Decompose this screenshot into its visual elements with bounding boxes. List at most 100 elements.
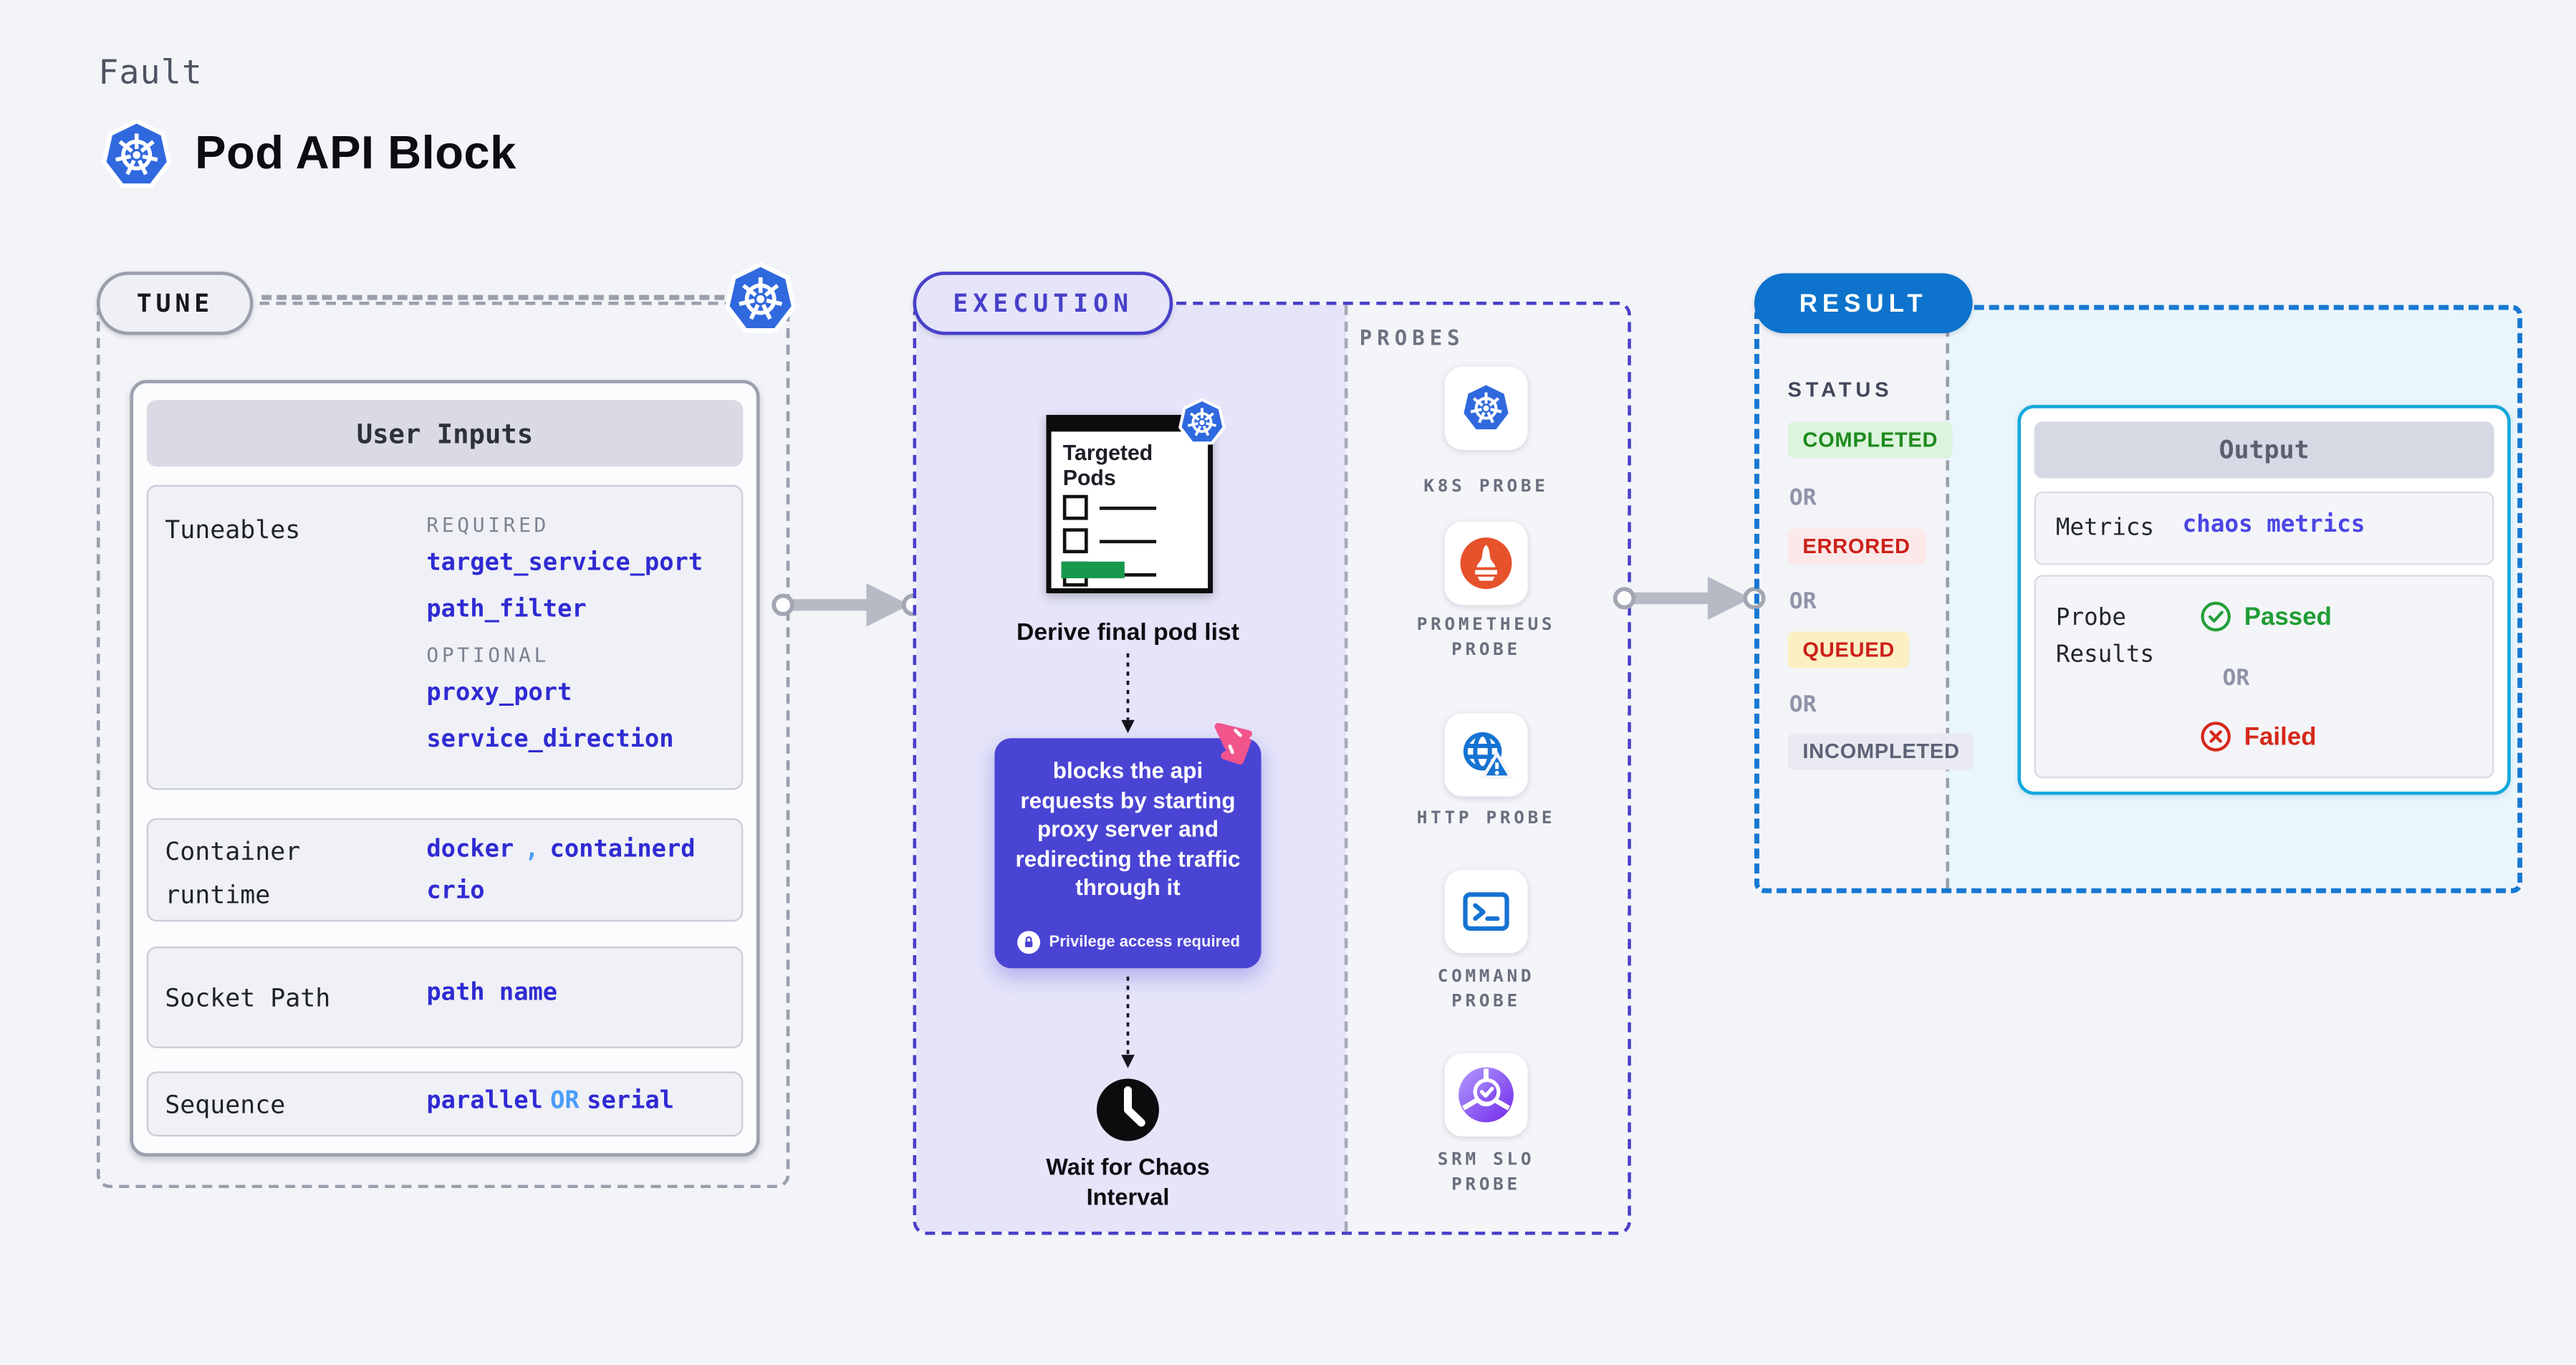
socket-path-value: path name	[426, 980, 558, 1007]
execution-to-result-arrow	[1613, 576, 1766, 621]
runtime-value: containerd	[549, 836, 696, 863]
tuneables-label: Tuneables	[165, 514, 301, 545]
dotted-arrow-down	[1121, 653, 1135, 734]
pod-checklist-item	[1062, 528, 1157, 554]
socket-path-label: Socket Path	[165, 983, 331, 1014]
passed-line: Passed	[2199, 600, 2332, 633]
status-badge-completed: COMPLETED	[1787, 421, 1953, 459]
metrics-row: Metrics chaos metrics	[2034, 492, 2494, 565]
slo-donut-icon	[1458, 1067, 1514, 1123]
passed-check-icon	[2201, 601, 2231, 632]
user-inputs-card: User Inputs Tuneables REQUIRED target_se…	[130, 380, 760, 1157]
probe-results-label: Probe Results	[2055, 605, 2155, 669]
required-heading: REQUIRED	[426, 513, 550, 537]
runtime-value: docker	[426, 836, 514, 863]
socket-path-row: Socket Path path name	[146, 946, 744, 1048]
result-badge: RESULT	[1754, 273, 1973, 334]
checkbox-icon	[1062, 494, 1088, 520]
targeted-pods-title: Targeted Pods	[1062, 439, 1153, 490]
sequence-label: Sequence	[165, 1090, 286, 1120]
targeted-pods-icon: Targeted Pods	[1046, 398, 1226, 593]
probe-results-row: Probe Results Passed OR Failed	[2034, 575, 2494, 779]
lock-icon	[1017, 931, 1040, 954]
tuneable-value: service_direction	[426, 727, 674, 754]
prometheus-icon	[1460, 537, 1512, 590]
optional-heading: OPTIONAL	[426, 643, 550, 667]
tuneable-value: path_filter	[426, 596, 587, 623]
dotted-arrow-down	[1121, 976, 1135, 1068]
srm-slo-probe-card	[1444, 1053, 1528, 1137]
fault-action-box: blocks the api requests by starting prox…	[994, 722, 1261, 969]
metrics-value: chaos metrics	[2182, 511, 2365, 539]
privilege-note: Privilege access required	[994, 930, 1261, 955]
pod-checklist-item	[1062, 494, 1157, 520]
kubernetes-icon	[1176, 397, 1228, 449]
probe-label: COMMAND PROBE	[1437, 966, 1535, 1012]
metrics-label: Metrics	[2055, 514, 2155, 542]
container-runtime-row: Container runtime docker , containerd cr…	[146, 818, 744, 922]
tuneable-value: proxy_port	[426, 679, 572, 707]
failed-line: Failed	[2199, 720, 2317, 754]
checkbox-icon	[1062, 528, 1088, 554]
or-separator: OR	[2222, 664, 2250, 692]
failed-x-icon	[2201, 722, 2231, 752]
privilege-note-text: Privilege access required	[1049, 933, 1241, 952]
probes-label: PROBES	[1359, 325, 1465, 350]
progress-bar	[1061, 561, 1125, 579]
tuneables-row: Tuneables REQUIRED target_service_port p…	[146, 484, 744, 790]
kubernetes-icon	[98, 117, 175, 193]
list-line	[1099, 539, 1157, 543]
targeted-pods-titlebar	[1046, 415, 1213, 432]
pod-api-block-icon	[1214, 722, 1252, 765]
or-separator: OR	[1789, 691, 1817, 719]
passed-label: Passed	[2244, 602, 2332, 631]
output-card: Output Metrics chaos metrics Probe Resul…	[2017, 405, 2511, 795]
derive-step-label: Derive final pod list	[1016, 620, 1240, 647]
list-line	[1099, 572, 1157, 576]
probe-label: SRM SLO PROBE	[1437, 1149, 1535, 1195]
status-badge-incompleted: INCOMPLETED	[1787, 733, 1975, 770]
result-section-box: STATUS COMPLETED OR ERRORED OR QUEUED OR…	[1754, 305, 2523, 894]
probe-label: PROMETHEUS PROBE	[1416, 615, 1556, 660]
failed-label: Failed	[2244, 722, 2317, 751]
sequence-value: serial	[587, 1088, 675, 1115]
prometheus-probe-card	[1444, 521, 1528, 605]
tune-section-box	[96, 301, 790, 1189]
kubernetes-icon	[721, 260, 799, 338]
tune-to-execution-arrow	[772, 583, 925, 627]
clock-icon	[1097, 1078, 1159, 1141]
command-probe-card	[1444, 870, 1528, 954]
execution-probes-divider	[1344, 305, 1348, 1232]
kubernetes-icon	[1458, 380, 1514, 436]
fault-eyebrow: Fault	[98, 52, 203, 92]
tune-connector-line	[261, 294, 755, 300]
runtime-separator: ,	[524, 836, 539, 863]
sequence-row: Sequence parallel OR serial	[146, 1071, 744, 1137]
http-probe-card	[1444, 713, 1528, 797]
container-runtime-values: docker , containerd	[426, 835, 695, 865]
page-title: Pod API Block	[195, 126, 516, 178]
user-inputs-title: User Inputs	[146, 400, 744, 467]
tuneable-value: target_service_port	[426, 550, 703, 577]
status-label: STATUS	[1787, 378, 1893, 402]
tune-badge: TUNE	[96, 272, 254, 335]
status-badge-queued: QUEUED	[1787, 631, 1910, 669]
http-globe-icon	[1463, 732, 1514, 779]
sequence-values: parallel OR serial	[426, 1086, 674, 1116]
execution-badge: EXECUTION	[913, 272, 1173, 335]
k8s-probe-card	[1444, 366, 1528, 450]
or-separator: OR	[1789, 588, 1817, 616]
probe-label: K8S PROBE	[1423, 476, 1549, 497]
sequence-value: parallel	[426, 1088, 543, 1115]
list-line	[1099, 505, 1157, 509]
sequence-operator: OR	[550, 1088, 580, 1115]
status-output-divider	[1946, 310, 1950, 889]
wait-step-label: Wait for Chaos Interval	[1046, 1153, 1210, 1210]
or-separator: OR	[1789, 484, 1817, 512]
container-runtime-label: Container runtime	[165, 836, 301, 910]
probe-label: HTTP PROBE	[1416, 808, 1556, 828]
fault-action-text: blocks the api requests by starting prox…	[1015, 758, 1241, 900]
status-badge-errored: ERRORED	[1787, 528, 1926, 565]
terminal-icon	[1463, 892, 1509, 931]
